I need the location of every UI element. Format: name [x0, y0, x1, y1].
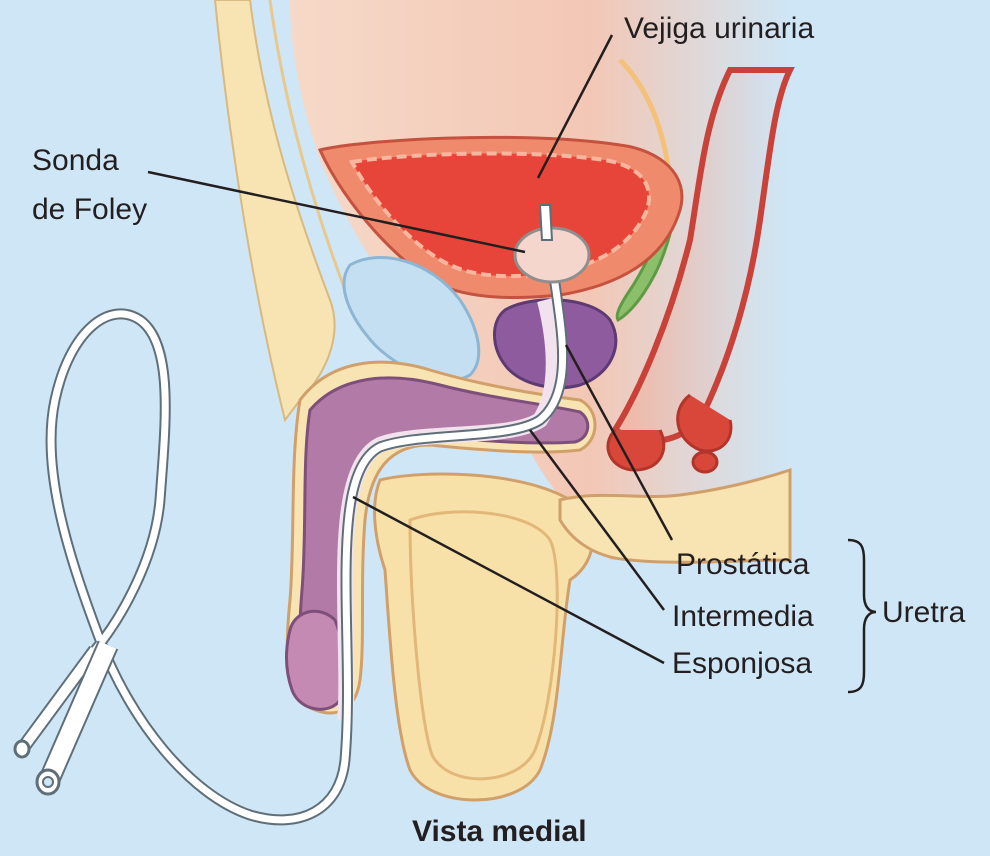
port-small-opening — [15, 741, 29, 757]
testis-outline — [410, 512, 557, 779]
label-bladder: Vejiga urinaria — [624, 12, 814, 46]
rectum-fold-2 — [693, 452, 717, 472]
urethra-brace — [848, 540, 876, 692]
glans — [286, 611, 344, 709]
label-prostatic: Prostática — [676, 548, 809, 582]
caption-medial-view: Vista medial — [412, 815, 587, 849]
catheter-tip — [540, 205, 552, 240]
label-foley-line1: Sonda — [32, 144, 119, 178]
label-foley-line2: de Foley — [32, 193, 147, 227]
label-intermediate: Intermedia — [672, 600, 814, 634]
label-urethra: Uretra — [882, 596, 965, 630]
label-spongy: Esponjosa — [672, 647, 812, 681]
